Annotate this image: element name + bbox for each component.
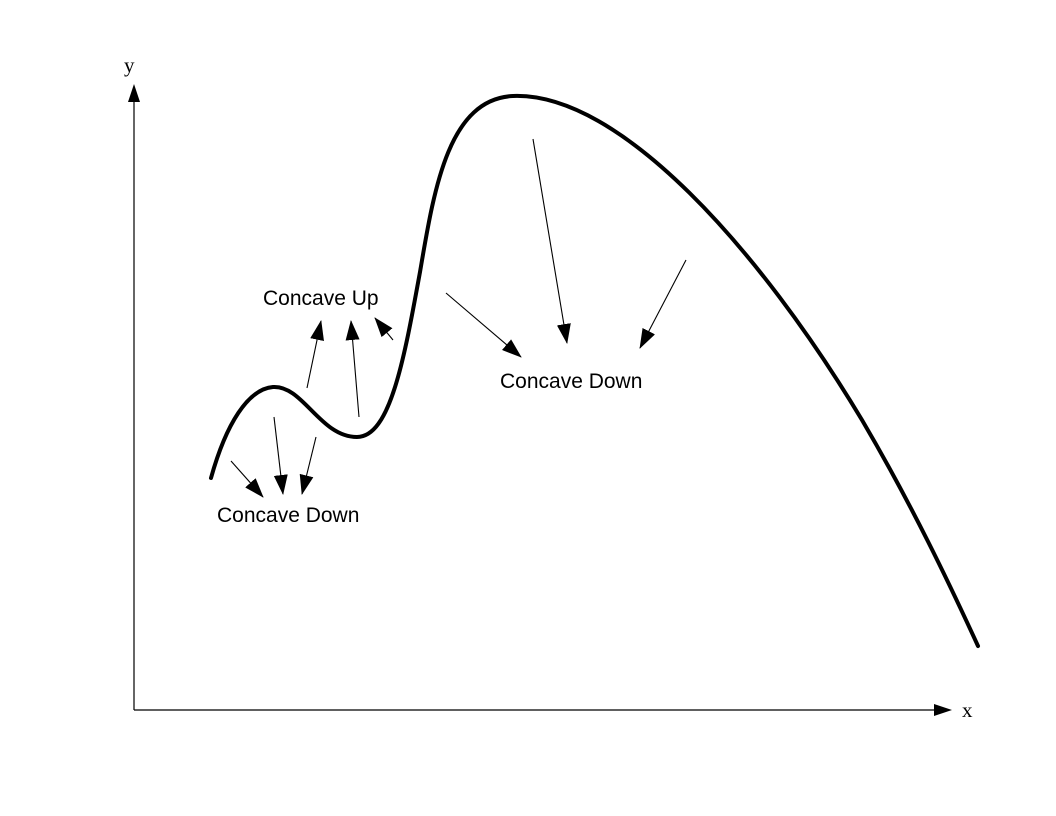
pointer-down-3 — [299, 436, 317, 495]
x-axis-label: x — [962, 698, 973, 722]
pointer-up-2 — [345, 320, 360, 418]
label-concave-down-left: Concave Down — [217, 504, 359, 527]
label-concave-up: Concave Up — [263, 287, 379, 310]
pointer-down-5 — [532, 138, 571, 344]
pointer-up-1 — [306, 320, 324, 389]
pointer-down-6 — [639, 259, 687, 349]
function-curve — [209, 93, 980, 648]
pointer-down-4 — [445, 292, 522, 358]
x-axis-arrowhead — [934, 704, 952, 716]
pointer-down-1 — [230, 460, 264, 498]
pointer-up-3 — [374, 317, 394, 341]
y-axis-label: y — [124, 53, 135, 77]
pointer-down-2 — [273, 416, 288, 495]
label-concave-down-right: Concave Down — [500, 370, 642, 393]
y-axis-arrowhead — [128, 84, 140, 102]
